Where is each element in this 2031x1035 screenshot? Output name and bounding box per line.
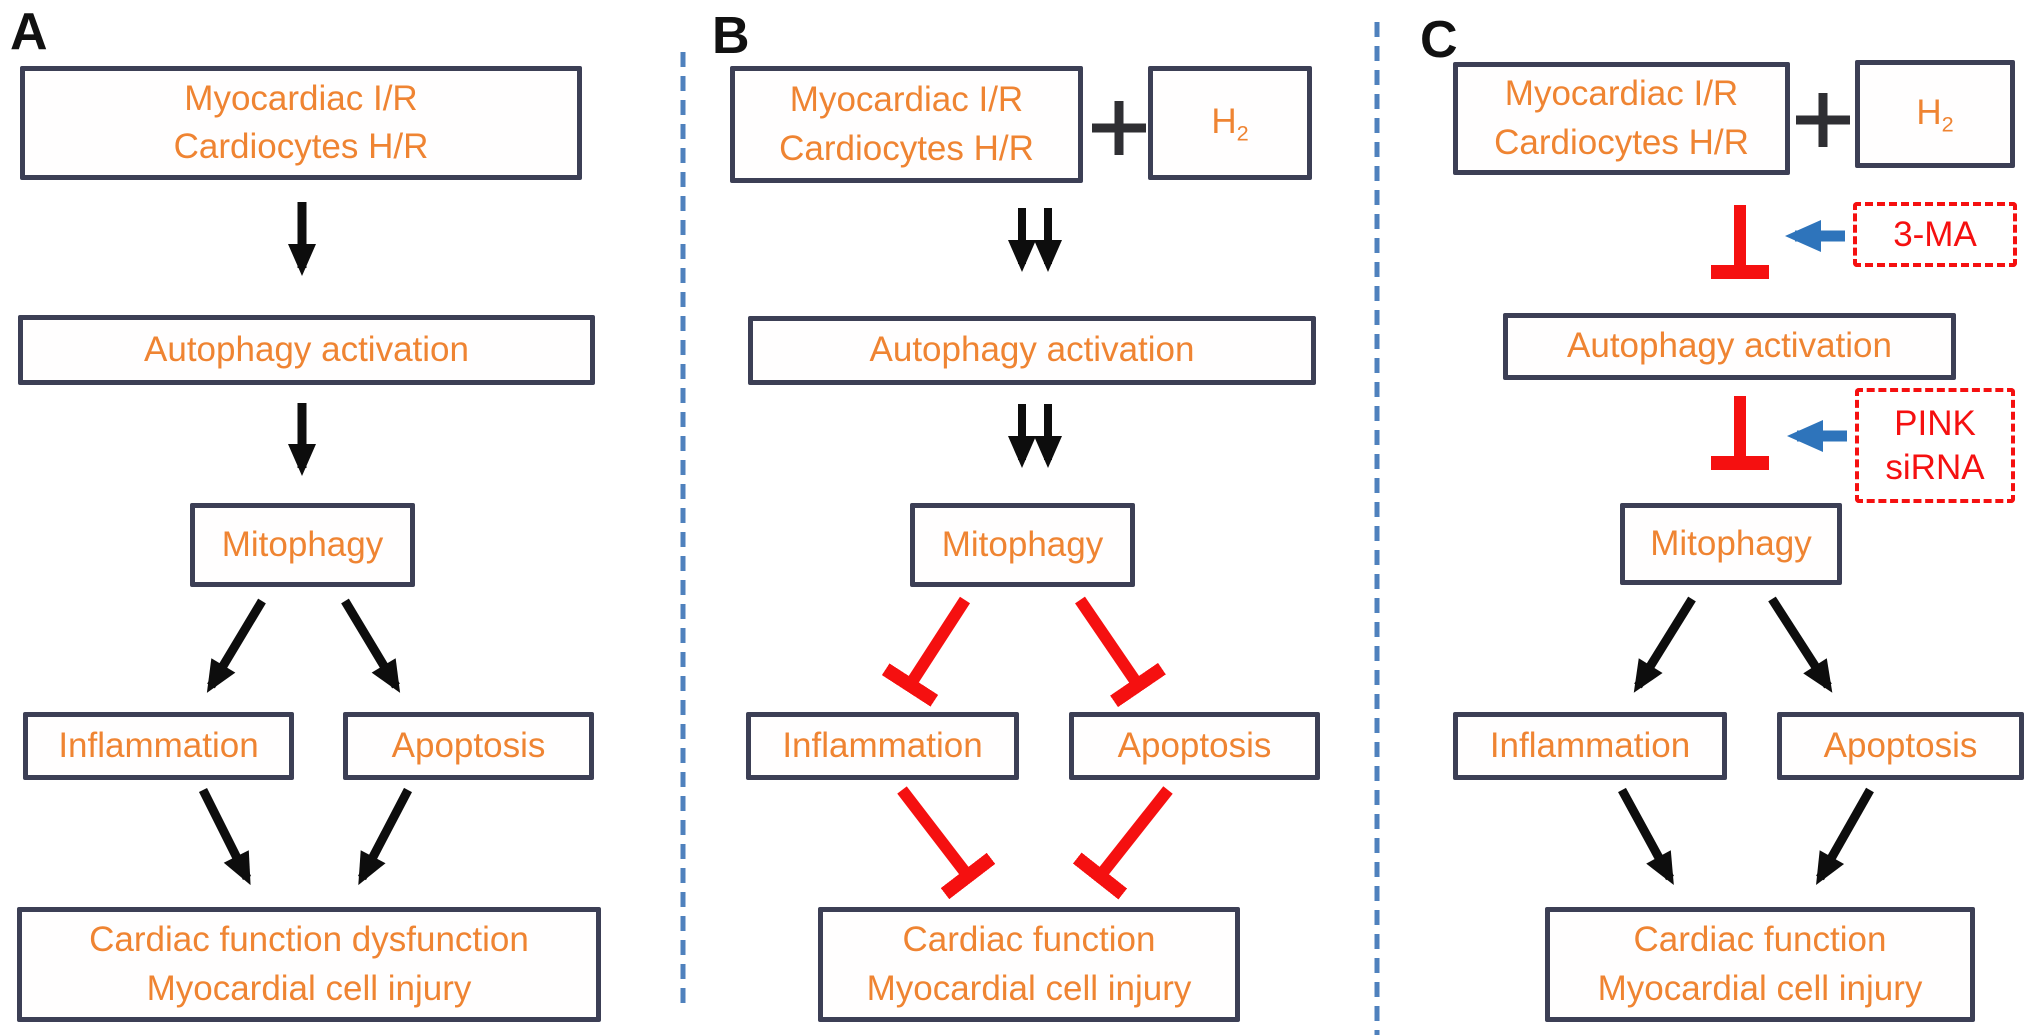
panel-b-hydrogen-box: H2: [1148, 66, 1312, 180]
panel-a-trigger-line2: Cardiocytes H/R: [173, 127, 429, 166]
panel-c-inflammation-box: Inflammation: [1453, 712, 1727, 780]
panel-c-mitophagy-box: Mitophagy: [1620, 503, 1842, 585]
panel-a-arrow-mitophagy-to-apoptosis: [341, 598, 401, 693]
panel-c-pink-sirna-box: PINK siRNA: [1855, 388, 2015, 503]
panel-a-autophagy-box: Autophagy activation: [18, 315, 595, 385]
panel-c-plus-icon: [1796, 93, 1850, 147]
panel-a-trigger-line1: Myocardiac I/R: [184, 78, 418, 118]
panel-c-hydrogen-box: H2: [1855, 60, 2015, 168]
panel-b-trigger-box: Myocardiac I/R Cardiocytes H/R: [730, 66, 1083, 183]
panel-b-apoptosis-box: Apoptosis: [1069, 712, 1320, 780]
panel-c-arrow-inflammation-to-outcome: [1618, 787, 1674, 886]
panel-a-outcome-box: Cardiac function dysfunction Myocardial …: [17, 907, 601, 1022]
panel-b-inhibit-mitophagy-to-inflammation: [881, 596, 971, 707]
panel-b-double-arrow-autophagy-to-mitophagy: [1008, 404, 1062, 468]
panel-c-3ma-box: 3-MA: [1853, 202, 2017, 267]
panel-b-inhibit-mitophagy-to-apoptosis: [1075, 596, 1166, 708]
panel-c-autophagy-box: Autophagy activation: [1503, 313, 1956, 380]
panel-a-label: A: [10, 3, 48, 61]
panel-b-plus-icon: [1092, 101, 1146, 155]
panel-b-outcome-box: Cardiac function Myocardial cell injury: [818, 907, 1240, 1022]
panel-b-autophagy-box: Autophagy activation: [748, 316, 1316, 385]
panel-b-label: B: [712, 7, 750, 65]
panel-c-label: C: [1420, 11, 1458, 69]
panel-a-mitophagy-box: Mitophagy: [190, 503, 415, 587]
panel-a-arrow-apoptosis-to-outcome: [358, 787, 412, 886]
panel-b-double-arrow-trigger-to-autophagy: [1008, 208, 1062, 272]
panel-a-trigger-box: Myocardiac I/R Cardiocytes H/R: [20, 66, 582, 180]
panel-b-inflammation-box: Inflammation: [746, 712, 1019, 780]
panel-a-arrow-inflammation-to-outcome: [198, 787, 252, 886]
panel-c-apoptosis-box: Apoptosis: [1777, 712, 2024, 780]
panel-c-arrow-mitophagy-to-apoptosis: [1768, 596, 1833, 693]
panel-a-apoptosis-box: Apoptosis: [343, 712, 594, 780]
panel-b-mitophagy-box: Mitophagy: [910, 503, 1135, 587]
panel-c-arrow-mitophagy-to-inflammation: [1633, 596, 1696, 693]
panel-a-arrow-mitophagy-to-inflammation: [206, 598, 266, 693]
panel-a-inflammation-box: Inflammation: [23, 712, 294, 780]
panel-c-outcome-box: Cardiac function Myocardial cell injury: [1545, 907, 1975, 1022]
panel-b-inhibit-apoptosis-to-outcome: [1072, 786, 1173, 900]
panel-b-hydrogen-text: H2: [1211, 101, 1249, 146]
panel-b-inhibit-inflammation-to-outcome: [897, 786, 996, 900]
panel-c-arrow-apoptosis-to-outcome: [1816, 787, 1874, 885]
panel-c-hydrogen-text: H2: [1916, 92, 1954, 137]
panel-c-trigger-box: Myocardiac I/R Cardiocytes H/R: [1453, 62, 1790, 175]
